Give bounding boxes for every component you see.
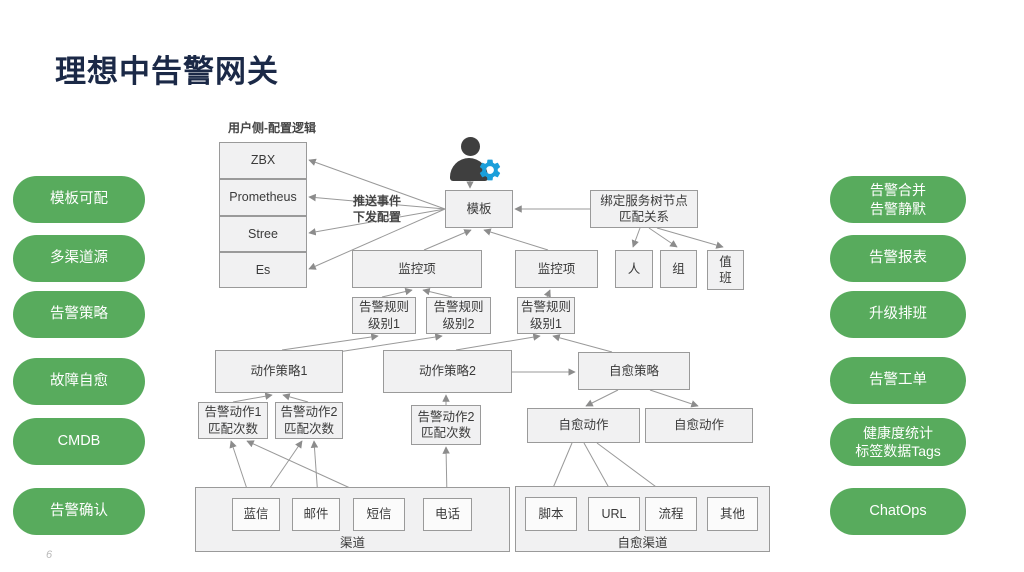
node-rule-level1-right: 告警规则 级别1 [517, 297, 575, 334]
left-pill-alert-policy: 告警策略 [13, 291, 145, 338]
left-pill-multi-channel: 多渠道源 [13, 235, 145, 282]
right-pill-health-tags: 健康度统计 标签数据Tags [830, 418, 966, 466]
node-prometheus: Prometheus [219, 179, 307, 216]
node-es: Es [219, 252, 307, 288]
node-stree: Stree [219, 216, 307, 252]
node-group: 组 [660, 250, 697, 288]
page-title: 理想中告警网关 [55, 54, 279, 89]
heal-channel-script: 脚本 [525, 497, 577, 531]
node-duty: 值班 [707, 250, 744, 290]
user-icon [450, 137, 490, 181]
node-rule-level2-left: 告警规则 级别2 [426, 297, 491, 334]
channel-sms: 短信 [353, 498, 405, 531]
node-alert-action-2-right: 告警动作2 匹配次数 [411, 405, 481, 445]
left-pill-cmdb: CMDB [13, 418, 145, 465]
channel-lanxin: 蓝信 [232, 498, 280, 531]
node-alert-action-1: 告警动作1 匹配次数 [198, 402, 268, 439]
right-pill-alert-report: 告警报表 [830, 235, 966, 282]
node-action-policy-1: 动作策略1 [215, 350, 343, 393]
right-pill-alert-ticket: 告警工单 [830, 357, 966, 404]
node-bind-service-tree: 绑定服务树节点 匹配关系 [590, 190, 698, 228]
right-pill-escalation: 升级排班 [830, 291, 966, 338]
left-pill-alert-ack: 告警确认 [13, 488, 145, 535]
config-section-label: 用户侧-配置逻辑 [228, 121, 316, 135]
heal-channel-flow: 流程 [645, 497, 697, 531]
left-pill-template-config: 模板可配 [13, 176, 145, 223]
node-action-policy-2: 动作策略2 [383, 350, 512, 393]
node-template: 模板 [445, 190, 513, 228]
node-heal-action-right: 自愈动作 [645, 408, 753, 443]
node-monitor-left: 监控项 [352, 250, 482, 288]
heal-channel-other: 其他 [707, 497, 758, 531]
node-alert-action-2: 告警动作2 匹配次数 [275, 402, 343, 439]
node-heal-policy: 自愈策略 [578, 352, 690, 390]
right-pill-chatops: ChatOps [830, 488, 966, 535]
channel-group-label: 渠道 [339, 536, 365, 550]
gear-icon [479, 159, 501, 181]
node-person: 人 [615, 250, 653, 288]
heal-channel-group-label: 自愈渠道 [617, 536, 668, 550]
node-heal-action-left: 自愈动作 [527, 408, 640, 443]
page-number: 6 [46, 549, 53, 561]
left-pill-self-heal: 故障自愈 [13, 358, 145, 405]
heal-channel-url: URL [588, 497, 640, 531]
channel-email: 邮件 [292, 498, 340, 531]
node-monitor-right: 监控项 [515, 250, 598, 288]
channel-phone: 电话 [423, 498, 472, 531]
right-pill-merge-silence: 告警合并 告警静默 [830, 176, 966, 223]
node-zbx: ZBX [219, 142, 307, 179]
push-config-label: 推送事件 下发配置 [352, 194, 401, 225]
node-rule-level1-left: 告警规则 级别1 [352, 297, 416, 334]
